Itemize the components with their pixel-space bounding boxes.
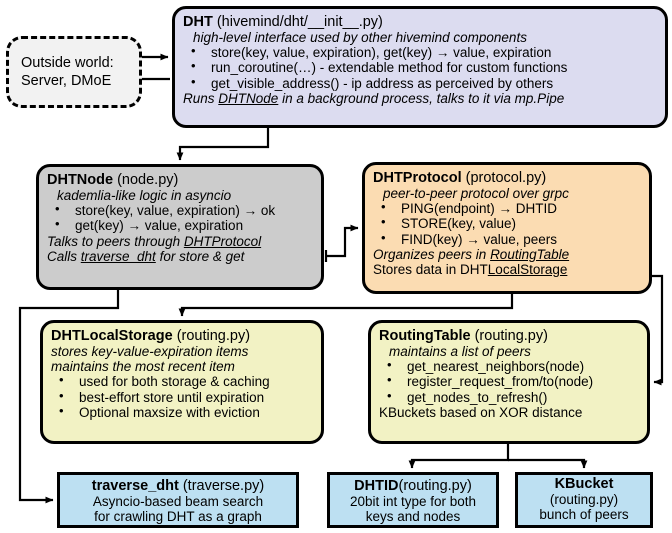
dht-footer-link-dhtnode[interactable]: DHTNode [218, 90, 279, 106]
dhtlocalstorage-name: DHTLocalStorage [51, 328, 173, 344]
dhtnode-footer-1: Talks to peers through DHTProtocol [47, 234, 313, 249]
dhtlocalstorage-subtitle-2: maintains the most recent item [51, 359, 235, 375]
dhtnode-file: (node.py) [113, 172, 179, 188]
dhtid-line2: keys and nodes [365, 508, 461, 524]
dhtnode-footer-link-dhtprotocol[interactable]: DHTProtocol [183, 233, 262, 249]
routingtable-subtitle: maintains a list of peers [389, 344, 531, 360]
dhtprotocol-footer1-pre: Organizes peers in [373, 246, 491, 262]
dht-bullet-0: store(key, value, expiration), get(key) … [183, 44, 657, 60]
wire-routingtable-to-kbucket [508, 458, 588, 469]
routingtable-bullet-2: get_nodes_to_refresh() [379, 389, 639, 405]
dhtnode-box: DHTNode (node.py) kademlia-like logic in… [36, 164, 324, 290]
dhtprotocol-bullet-0: PING(endpoint) → DHTID [373, 200, 641, 216]
routingtable-box: RoutingTable (routing.py) maintains a li… [368, 320, 650, 444]
dhtlocalstorage-subtitle-1: stores key-value-expiration items [51, 344, 249, 360]
dhtprotocol-footer-link-localstorage[interactable]: LocalStorage [487, 261, 568, 277]
routingtable-title: RoutingTable (routing.py) [379, 328, 639, 344]
dhtid-title: DHTID(routing.py) [330, 478, 496, 495]
dhtprotocol-bullet-2: FIND(key) → value, peers [373, 231, 641, 247]
dht-name: DHT [183, 14, 213, 30]
wire-dhtnode-to-traverse [18, 290, 120, 504]
wire-dht-to-dhtnode [176, 128, 270, 161]
dhtnode-footer-2: Calls traverse_dht for store & get [47, 249, 313, 264]
dhtlocalstorage-bullet-2: Optional maxsize with eviction [51, 404, 313, 420]
dhtlocalstorage-file: (routing.py) [172, 328, 251, 344]
dhtprotocol-box: DHTProtocol (protocol.py) peer-to-peer p… [362, 162, 652, 294]
dhtprotocol-footer-2: Stores data in DHTLocalStorage [373, 262, 641, 277]
dhtnode-subtitle: kademlia-like logic in asyncio [57, 188, 232, 204]
kbucket-box: KBucket (routing.py) bunch of peers [515, 472, 653, 528]
dht-bullet-1: run_coroutine(…) - extendable method for… [183, 59, 657, 75]
traverse-dht-content: traverse_dht (traverse.py) Asyncio-based… [60, 475, 296, 525]
dht-bullets: store(key, value, expiration), get(key) … [183, 44, 657, 91]
dhtnode-bullet-0: store(key, value, expiration) → ok [47, 202, 313, 218]
traverse-dht-line1: Asyncio-based beam search [92, 493, 264, 509]
wire-dhtprotocol-to-localstorage [178, 294, 514, 317]
dht-box: DHT (hivemind/dht/__init__.py) high-leve… [172, 6, 668, 128]
dhtprotocol-footer-1: Organizes peers in RoutingTable [373, 247, 641, 262]
dhtprotocol-name: DHTProtocol [373, 170, 462, 186]
dhtlocalstorage-bullets: used for both storage & caching best-eff… [51, 373, 313, 420]
dhtlocalstorage-bullet-0: used for both storage & caching [51, 373, 313, 389]
dhtnode-name: DHTNode [47, 172, 114, 188]
dhtprotocol-file: (protocol.py) [461, 170, 547, 186]
kbucket-title: KBucket [518, 476, 650, 493]
dht-footer-post: in a background process, talks to it via… [278, 90, 565, 106]
routingtable-bullet-1: register_request_from/to(node) [379, 373, 639, 389]
dhtid-box: DHTID(routing.py) 20bit int type for bot… [327, 472, 499, 528]
dhtlocalstorage-title: DHTLocalStorage (routing.py) [51, 328, 313, 344]
dhtnode-footer2-post: for store & get [155, 248, 245, 264]
routingtable-bullets: get_nearest_neighbors(node) register_req… [379, 358, 639, 405]
outside-world-text: Outside world: Server, DMoE [9, 54, 114, 90]
dht-footer-pre: Runs [183, 90, 219, 106]
outside-world-line1: Outside world: [21, 54, 114, 71]
dhtnode-footer-link-traverse-dht[interactable]: traverse_dht [80, 248, 156, 264]
routingtable-footer: KBuckets based on XOR distance [379, 404, 583, 420]
dhtprotocol-bullet-1: STORE(key, value) [373, 215, 641, 231]
dhtprotocol-footer-link-routingtable[interactable]: RoutingTable [490, 246, 570, 262]
dht-file: (hivemind/dht/__init__.py) [212, 14, 383, 30]
routingtable-file: (routing.py) [470, 328, 548, 344]
dhtprotocol-title: DHTProtocol (protocol.py) [373, 170, 641, 186]
routingtable-bullet-0: get_nearest_neighbors(node) [379, 358, 639, 374]
dhtid-name: DHTID [354, 478, 399, 494]
dhtid-line1: 20bit int type for both [349, 493, 477, 509]
dhtid-file: (routing.py) [398, 478, 472, 494]
dhtprotocol-footer2-pre: Stores data in DHT [373, 261, 488, 277]
traverse-dht-name: traverse_dht [91, 478, 179, 494]
dht-footer: Runs DHTNode in a background process, ta… [183, 91, 657, 106]
dht-subtitle: high-level interface used by other hivem… [193, 30, 527, 46]
dhtlocalstorage-box: DHTLocalStorage (routing.py) stores key-… [40, 320, 324, 444]
dhtnode-bullet-1: get(key) → value, expiration [47, 217, 313, 233]
outside-world-line2: Server, DMoE [21, 73, 112, 89]
wire-routingtable-to-children [408, 444, 510, 469]
traverse-dht-file: (traverse.py) [178, 478, 265, 494]
traverse-dht-title: traverse_dht (traverse.py) [60, 478, 296, 495]
traverse-dht-box: traverse_dht (traverse.py) Asyncio-based… [57, 472, 299, 528]
dhtnode-bullets: store(key, value, expiration) → ok get(k… [47, 202, 313, 233]
outside-world-box: Outside world: Server, DMoE [6, 36, 142, 108]
kbucket-line1: bunch of peers [539, 506, 629, 522]
kbucket-content: KBucket (routing.py) bunch of peers [518, 475, 650, 523]
dhtnode-footer1-pre: Talks to peers through [47, 233, 184, 249]
dht-title: DHT (hivemind/dht/__init__.py) [183, 14, 657, 30]
dht-bullet-2: get_visible_address() - ip address as pe… [183, 75, 657, 91]
routingtable-name: RoutingTable [379, 328, 471, 344]
dhtprotocol-bullets: PING(endpoint) → DHTID STORE(key, value)… [373, 200, 641, 247]
dhtid-content: DHTID(routing.py) 20bit int type for bot… [330, 475, 496, 525]
dhtnode-footer2-pre: Calls [47, 248, 81, 264]
dhtlocalstorage-bullet-1: best-effort store until expiration [51, 389, 313, 405]
wire-dhtnode-to-dhtprotocol [326, 224, 359, 258]
kbucket-name: KBucket [554, 476, 614, 492]
traverse-dht-line2: for crawling DHT as a graph [94, 508, 262, 524]
dhtnode-title: DHTNode (node.py) [47, 172, 313, 188]
kbucket-file: (routing.py) [549, 491, 619, 507]
dhtprotocol-subtitle: peer-to-peer protocol over grpc [383, 186, 569, 202]
